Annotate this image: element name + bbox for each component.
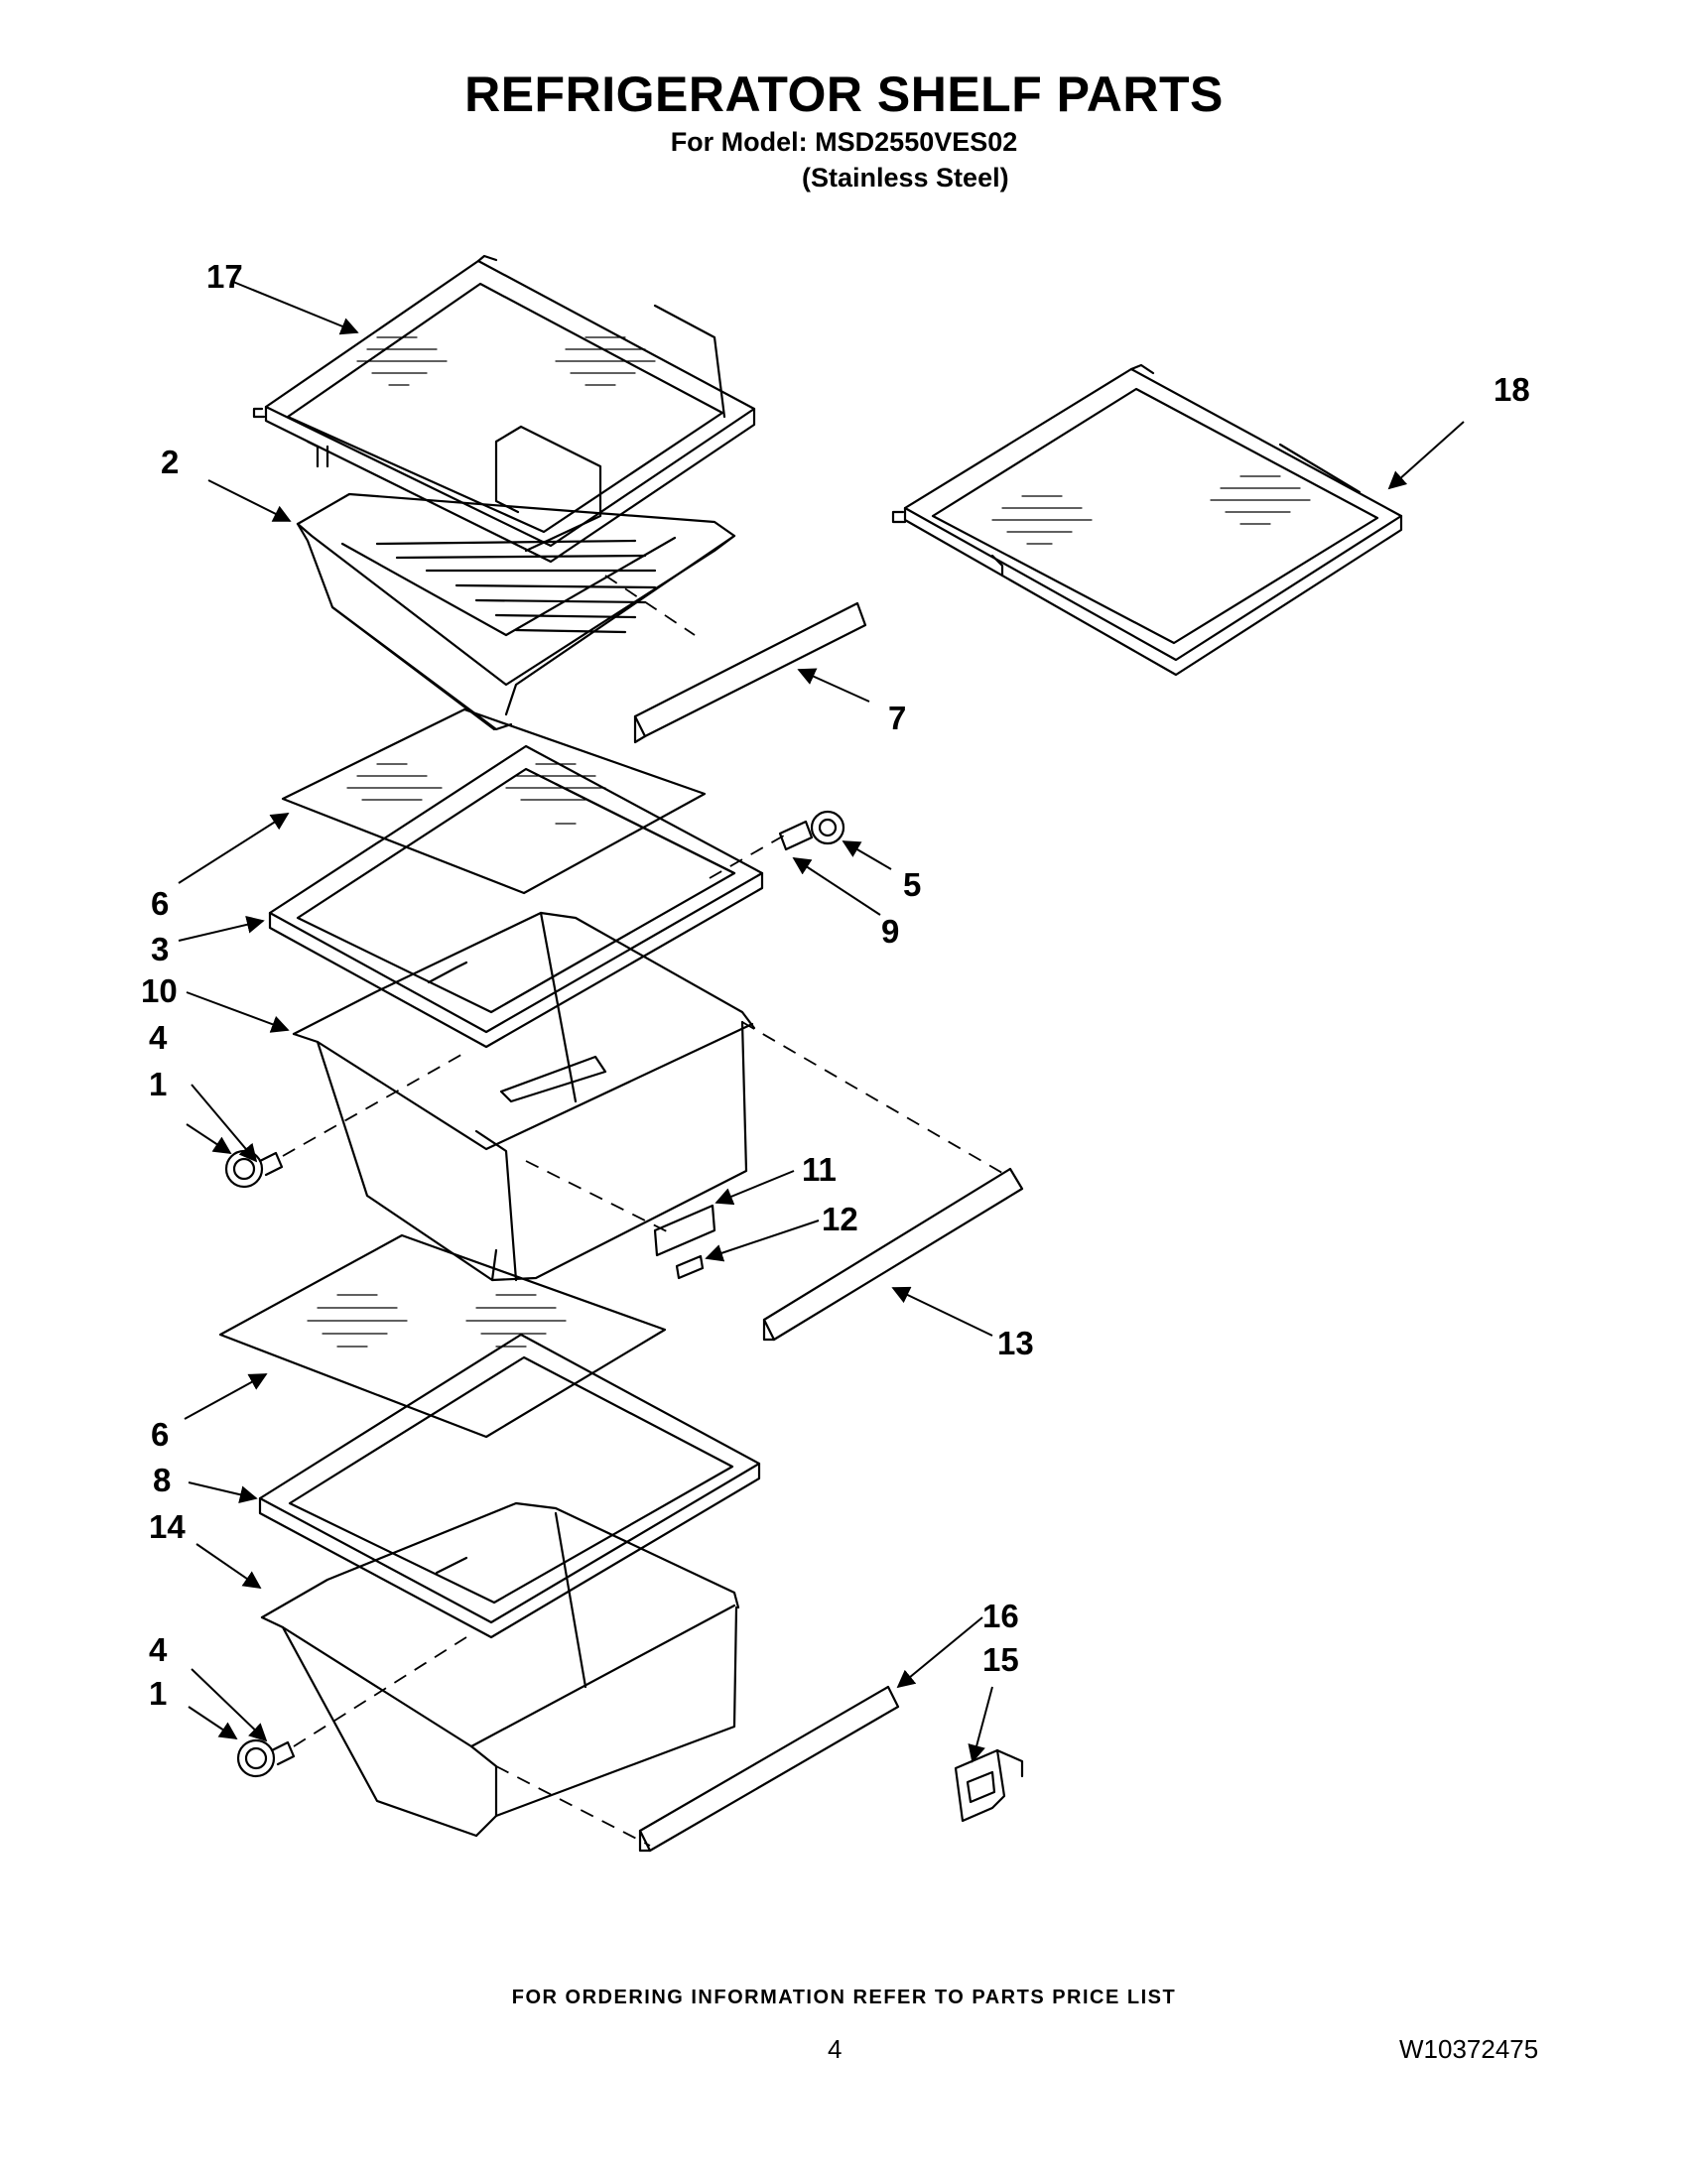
leader-1b	[188, 1706, 238, 1739]
callout-2: 2	[161, 444, 179, 480]
leader-1a	[186, 1123, 232, 1154]
callout-4b: 4	[149, 1631, 168, 1668]
leader-10	[186, 991, 290, 1033]
page-number: 4	[828, 2034, 843, 2064]
page-title: REFRIGERATOR SHELF PARTS	[464, 66, 1224, 122]
part-1-4-knob-upper	[224, 1149, 284, 1189]
assembly-line-5	[709, 835, 785, 879]
part-7-trim-strip	[633, 601, 867, 744]
part-10-crisper-drawer	[292, 911, 756, 1282]
part-15-bracket	[954, 1748, 1024, 1823]
ordering-note: FOR ORDERING INFORMATION REFER TO PARTS …	[511, 1987, 1177, 2008]
assembly-line-1a	[282, 1051, 467, 1157]
part-17-glass-pattern	[356, 336, 656, 386]
part-1-4-knob-lower	[236, 1738, 296, 1778]
part-6-lower-glass-pattern	[307, 1294, 567, 1348]
part-13-trim-strip	[762, 1167, 1024, 1342]
assembly-line-13	[741, 1021, 1003, 1174]
callout-15: 15	[982, 1641, 1019, 1678]
callout-13: 13	[997, 1325, 1034, 1361]
leader-3	[178, 915, 265, 942]
leader-14	[195, 1543, 262, 1590]
leader-4b	[191, 1668, 268, 1742]
leader-12	[705, 1220, 820, 1262]
callout-11: 11	[802, 1151, 837, 1188]
part-6-glass-insert-lower	[218, 1233, 667, 1439]
part-14-crisper-drawer	[260, 1501, 740, 1838]
callout-14: 14	[149, 1508, 186, 1545]
callout-16: 16	[982, 1598, 1019, 1634]
callout-17: 17	[206, 258, 243, 295]
callout-8: 8	[153, 1462, 171, 1498]
assembly-line-16	[495, 1765, 651, 1847]
assembly-line-7	[604, 575, 696, 636]
leader-2	[207, 479, 292, 522]
callout-12: 12	[822, 1201, 858, 1237]
leader-15	[968, 1686, 993, 1763]
part-8-crisper-frame-lower	[258, 1333, 761, 1639]
model-line: For Model: MSD2550VES02	[670, 127, 1018, 157]
leader-11	[714, 1170, 795, 1206]
leader-6a	[178, 813, 290, 884]
callout-6b: 6	[151, 1416, 169, 1453]
leader-13	[891, 1286, 993, 1337]
part-6-upper-glass-pattern	[346, 763, 606, 825]
callout-6a: 6	[151, 885, 169, 922]
callout-5: 5	[903, 866, 921, 903]
leader-6b	[184, 1373, 268, 1420]
part-2-upper-crisper-drawer	[296, 492, 736, 731]
part-18-glass-shelf	[891, 363, 1403, 677]
leader-7	[797, 668, 870, 703]
part-18-glass-pattern	[991, 475, 1311, 545]
leader-4a	[191, 1084, 258, 1163]
leader-5	[842, 840, 892, 870]
leader-16	[896, 1616, 983, 1689]
part-3-crisper-frame-upper	[268, 744, 764, 1049]
callout-10: 10	[141, 972, 178, 1009]
part-6-glass-insert-upper	[281, 707, 707, 895]
assembly-line-1b	[293, 1636, 467, 1747]
part-16-trim-strip	[638, 1685, 900, 1853]
callout-9: 9	[881, 913, 899, 950]
document-number: W10372475	[1399, 2034, 1539, 2064]
part-11-12-clips	[653, 1204, 716, 1280]
callout-4a: 4	[149, 1019, 168, 1056]
callout-1a: 1	[149, 1066, 167, 1102]
finish-line: (Stainless Steel)	[802, 163, 1009, 193]
callout-18: 18	[1493, 371, 1530, 408]
assembly-line-11	[525, 1160, 676, 1236]
callout-1b: 1	[149, 1675, 167, 1712]
leader-18	[1387, 421, 1465, 490]
leader-9	[792, 857, 881, 916]
part-17-crisper-cover	[252, 254, 756, 564]
leader-17	[232, 281, 359, 335]
part-5-9-knob-screw	[778, 810, 845, 851]
callout-7: 7	[888, 700, 906, 736]
callout-3: 3	[151, 931, 169, 967]
leader-8	[188, 1481, 258, 1504]
